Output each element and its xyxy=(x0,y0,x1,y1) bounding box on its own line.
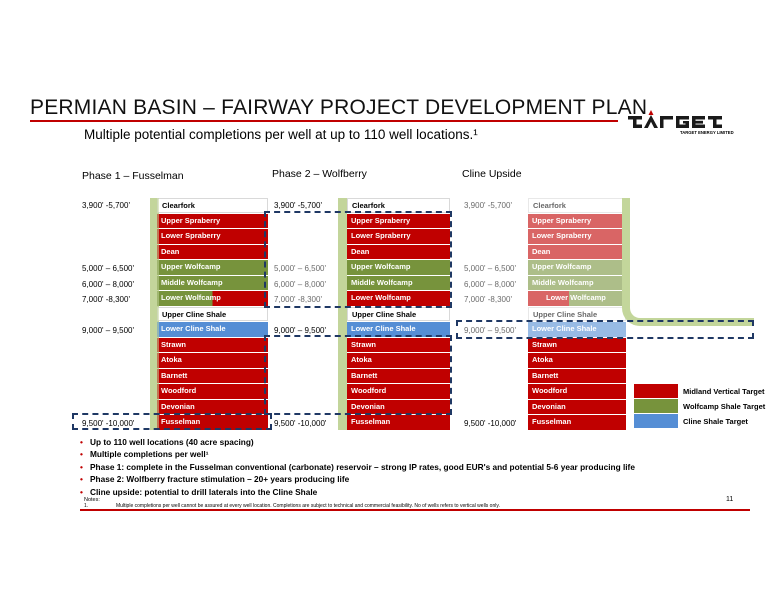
phase-1-depth: 3,900' -5,700' xyxy=(82,201,130,210)
phase-3-depth: 6,000' – 8,000' xyxy=(464,280,516,289)
phase-2-depth: 5,000' – 6,500' xyxy=(274,264,326,273)
layer-upper-spraberry: Upper Spraberry xyxy=(157,213,268,229)
footnote-number: 1. xyxy=(84,503,89,509)
layer-woodford: Woodford xyxy=(528,384,626,399)
footer-rule xyxy=(80,509,750,511)
layer-strawn: Strawn xyxy=(157,337,268,353)
layer-lower-cline-shale: Lower Cline Shale xyxy=(528,322,626,337)
layer-lower-spraberry: Lower Spraberry xyxy=(347,229,450,244)
logo-tagline: TARGET ENERGY LIMITED xyxy=(680,130,734,135)
phase-1-depth: 9,500' -10,000' xyxy=(82,419,135,428)
layer-lower-cline-shale: Lower Cline Shale xyxy=(347,322,450,337)
layer-atoka: Atoka xyxy=(157,353,268,368)
layer-clearfork: Clearfork xyxy=(528,198,626,213)
layer-lower-wolfcamp: Lower Wolfcamp xyxy=(347,291,450,306)
layer-strawn: Strawn xyxy=(528,337,626,353)
phase-1-depth: 6,000' – 8,000' xyxy=(82,280,134,289)
bullet-item: Phase 1: complete in the Fusselman conve… xyxy=(80,461,635,474)
layer-dean: Dean xyxy=(347,244,450,260)
phase-1-target-zone xyxy=(72,413,272,430)
title-underline xyxy=(30,120,618,122)
phase-1-panel: 3,900' -5,700' 5,000' – 6,500' 6,000' – … xyxy=(72,198,272,430)
layer-lower-spraberry: Lower Spraberry xyxy=(528,229,626,244)
layer-upper-spraberry: Upper Spraberry xyxy=(347,213,450,229)
phase-3-depth: 3,900' -5,700' xyxy=(464,201,512,210)
bullet-item: Up to 110 well locations (40 acre spacin… xyxy=(80,436,635,449)
phase-2-depth: 7,000' -8,300' xyxy=(274,295,322,304)
phase-2-target-zone-upper xyxy=(264,211,452,308)
layer-upper-wolfcamp: Upper Wolfcamp xyxy=(157,260,268,275)
layer-fusselman: Fusselman xyxy=(157,415,268,430)
layer-woodford: Woodford xyxy=(347,384,450,399)
layer-barnett: Barnett xyxy=(528,368,626,384)
layer-upper-cline-shale: Upper Cline Shale xyxy=(347,306,450,322)
phase-2-panel: 3,900' -5,700' 5,000' – 6,500' 6,000' – … xyxy=(264,198,452,430)
phase-3-cline-target-zone xyxy=(456,320,754,339)
legend-swatch-cline xyxy=(634,414,678,428)
layer-upper-wolfcamp: Upper Wolfcamp xyxy=(528,260,626,275)
phase-2-depth: 9,500' -10,000' xyxy=(274,419,327,428)
target-wordmark-icon xyxy=(628,110,722,128)
phase-2-depth: 6,000' – 8,000' xyxy=(274,280,326,289)
layer-middle-wolfcamp: Middle Wolfcamp xyxy=(347,275,450,291)
phase-1-depth: 5,000' – 6,500' xyxy=(82,264,134,273)
phase-3-title: Cline Upside xyxy=(462,168,522,180)
phase-1-depth: 7,000' -8,300' xyxy=(82,295,130,304)
bullet-item: Cline upside: potential to drill lateral… xyxy=(80,486,635,499)
footnote-text: Multiple completions per well cannot be … xyxy=(116,503,500,509)
page-number: 11 xyxy=(726,496,734,503)
layer-upper-cline-shale: Upper Cline Shale xyxy=(157,306,268,322)
target-logo: TARGET ENERGY LIMITED xyxy=(628,108,746,138)
layer-devonian: Devonian xyxy=(528,399,626,415)
layer-lower-spraberry: Lower Spraberry xyxy=(157,229,268,244)
phase-3-depth: 9,500' -10,000' xyxy=(464,419,517,428)
layer-upper-cline-shale: Upper Cline Shale xyxy=(528,306,626,322)
phase-3-lateral-well xyxy=(622,298,754,326)
layer-lower-cline-shale: Lower Cline Shale xyxy=(157,322,268,337)
layer-atoka: Atoka xyxy=(528,353,626,368)
phase-3-depth: 9,000' – 9,500' xyxy=(464,326,516,335)
bullet-item: Phase 2: Wolfberry fracture stimulation … xyxy=(80,473,635,486)
phase-1-title: Phase 1 – Fusselman xyxy=(82,170,184,182)
phase-1-depth: 9,000' – 9,500' xyxy=(82,326,134,335)
layer-strawn: Strawn xyxy=(347,337,450,353)
layer-lower-wolfcamp: Lower Wolfcamp xyxy=(157,291,268,306)
page-title: PERMIAN BASIN – FAIRWAY PROJECT DEVELOPM… xyxy=(30,96,648,119)
phase-2-depth: 3,900' -5,700' xyxy=(274,201,322,210)
phase-3-panel: 3,900' -5,700' 5,000' – 6,500' 6,000' – … xyxy=(456,198,765,430)
phase-2-title: Phase 2 – Wolfberry xyxy=(272,168,367,180)
phase-2-well-overlay xyxy=(338,198,347,430)
phase-3-depth: 7,000' -8,300' xyxy=(464,295,512,304)
phase-3-depth: 5,000' – 6,500' xyxy=(464,264,516,273)
bullet-item: Multiple completions per well¹ xyxy=(80,448,635,461)
phase-1-well-overlay xyxy=(150,198,159,430)
layer-lower-wolfcamp: Lower Wolfcamp xyxy=(528,291,626,306)
layer-fusselman: Fusselman xyxy=(528,415,626,430)
layer-devonian: Devonian xyxy=(347,399,450,415)
layer-clearfork: Clearfork xyxy=(157,198,268,213)
layer-upper-wolfcamp: Upper Wolfcamp xyxy=(347,260,450,275)
legend-swatch-midland xyxy=(634,384,678,398)
key-points-list: Up to 110 well locations (40 acre spacin… xyxy=(80,436,635,498)
phase-2-target-zone-lower xyxy=(264,335,452,415)
legend-label-midland: Midland Vertical Target xyxy=(683,387,765,396)
legend-label-cline: Cline Shale Target xyxy=(683,417,748,426)
legend-swatch-wolfcamp xyxy=(634,399,678,413)
layer-middle-wolfcamp: Middle Wolfcamp xyxy=(157,275,268,291)
legend-label-wolfcamp: Wolfcamp Shale Target xyxy=(683,402,766,411)
layer-woodford: Woodford xyxy=(157,384,268,399)
phase-3-vertical-well xyxy=(622,198,630,308)
phase-2-depth: 9,000' – 9,500' xyxy=(274,326,326,335)
layer-atoka: Atoka xyxy=(347,353,450,368)
page-subtitle: Multiple potential completions per well … xyxy=(84,127,478,142)
layer-upper-spraberry: Upper Spraberry xyxy=(528,213,626,229)
layer-middle-wolfcamp: Middle Wolfcamp xyxy=(528,275,626,291)
layer-dean: Dean xyxy=(528,244,626,260)
layer-barnett: Barnett xyxy=(157,368,268,384)
notes-label: Notes: xyxy=(84,497,100,503)
layer-dean: Dean xyxy=(157,244,268,260)
layer-barnett: Barnett xyxy=(347,368,450,384)
layer-devonian: Devonian xyxy=(157,399,268,415)
layer-fusselman: Fusselman xyxy=(347,415,450,430)
